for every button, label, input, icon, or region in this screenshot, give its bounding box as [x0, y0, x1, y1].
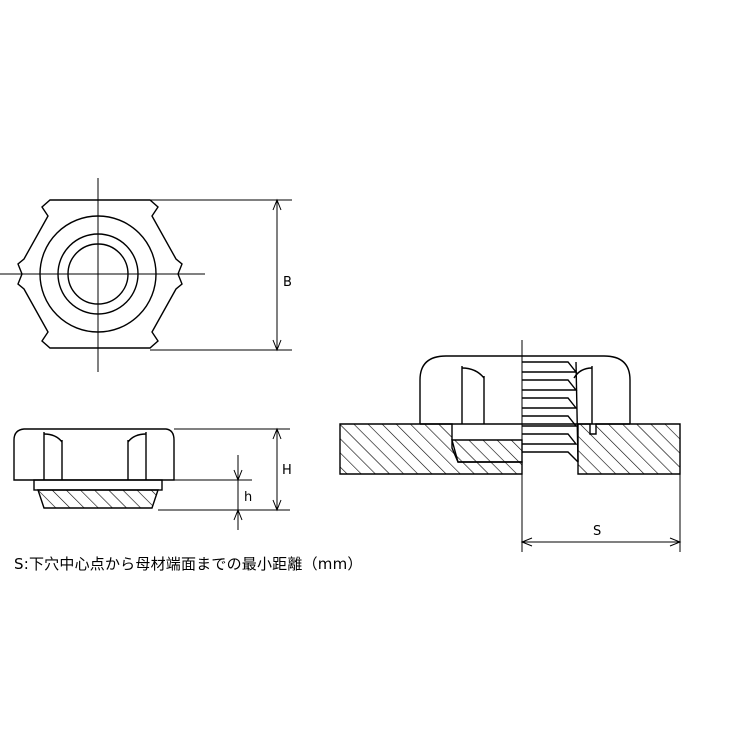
- dimension-h-arrow-bottom: [272, 499, 282, 512]
- thread-root-line: [575, 361, 579, 463]
- dimension-h-arrow-top: [272, 427, 282, 440]
- dimension-small-h-label: h: [244, 490, 252, 505]
- dimension-s-label: S: [593, 524, 601, 539]
- side-view-projection: [37, 489, 159, 509]
- section-nut-body-right: [522, 355, 631, 424]
- side-view: [13, 427, 290, 530]
- chamfer-circle: [39, 215, 157, 333]
- weld-projection-section: [451, 439, 523, 463]
- section-nut-crown-left: [461, 367, 485, 379]
- section-nut-body: [419, 355, 522, 424]
- dimension-s-arrow-right: [669, 537, 682, 547]
- base-plate-right-section: [577, 423, 681, 475]
- side-view-body: [13, 428, 175, 481]
- dimension-h-label: H: [282, 463, 292, 478]
- thread-profile: [522, 361, 579, 463]
- section-nut-crown-right: [573, 367, 593, 379]
- side-view-crown-right: [127, 433, 147, 443]
- dimension-b-label: B: [283, 275, 292, 290]
- dimension-s-arrow-left: [520, 537, 533, 547]
- side-view-flange: [33, 479, 163, 491]
- dimension-b-arrow-top: [272, 198, 282, 211]
- caption-note: S:下穴中心点から母材端面までの最小距離（mm）: [14, 555, 363, 573]
- dimension-b-arrow-bottom: [272, 339, 282, 352]
- hex-nut-outline: [17, 199, 183, 349]
- section-view: [339, 340, 682, 552]
- bore-inner-circle: [67, 243, 129, 305]
- bore-outer-circle: [57, 233, 139, 315]
- side-view-crown-left: [43, 433, 63, 443]
- top-view: [0, 178, 292, 372]
